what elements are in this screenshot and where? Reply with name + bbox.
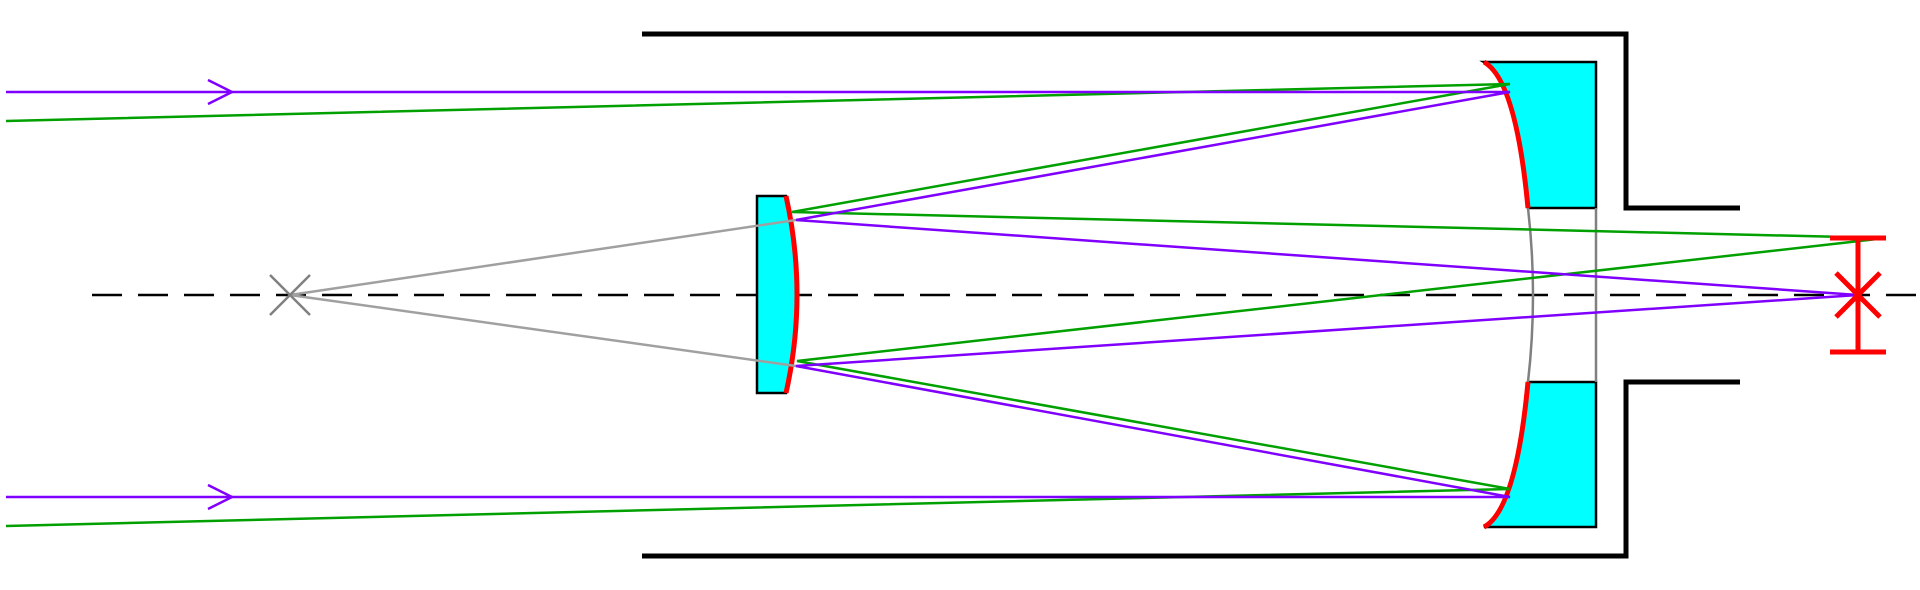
primary-mirror-reflective-upper	[1482, 59, 1531, 209]
x-mark-icon	[269, 274, 311, 316]
image-marker	[1830, 235, 1886, 355]
off-axis-rays	[5, 82, 1887, 528]
on-axis-ray-upper	[6, 90, 1859, 297]
tube-lower-wall	[642, 379, 1740, 559]
chevron-right-icon	[207, 78, 235, 106]
tube-upper-wall	[642, 31, 1740, 211]
asterisk-icon	[1834, 271, 1882, 319]
on-axis-rays	[6, 90, 1859, 499]
construction-line-upper	[289, 218, 797, 297]
construction-line-lower	[289, 293, 797, 368]
off-axis-ray-lower	[5, 236, 1887, 528]
primary-mirror-reflective-lower	[1482, 381, 1531, 530]
primary-mirror	[1479, 59, 1598, 530]
secondary-mirror	[755, 194, 800, 395]
construction-lines	[289, 218, 797, 368]
on-axis-ray-lower	[6, 293, 1859, 499]
chevron-right-icon	[207, 483, 235, 511]
telescope-tube	[642, 31, 1740, 559]
off-axis-ray-upper	[5, 82, 1887, 240]
